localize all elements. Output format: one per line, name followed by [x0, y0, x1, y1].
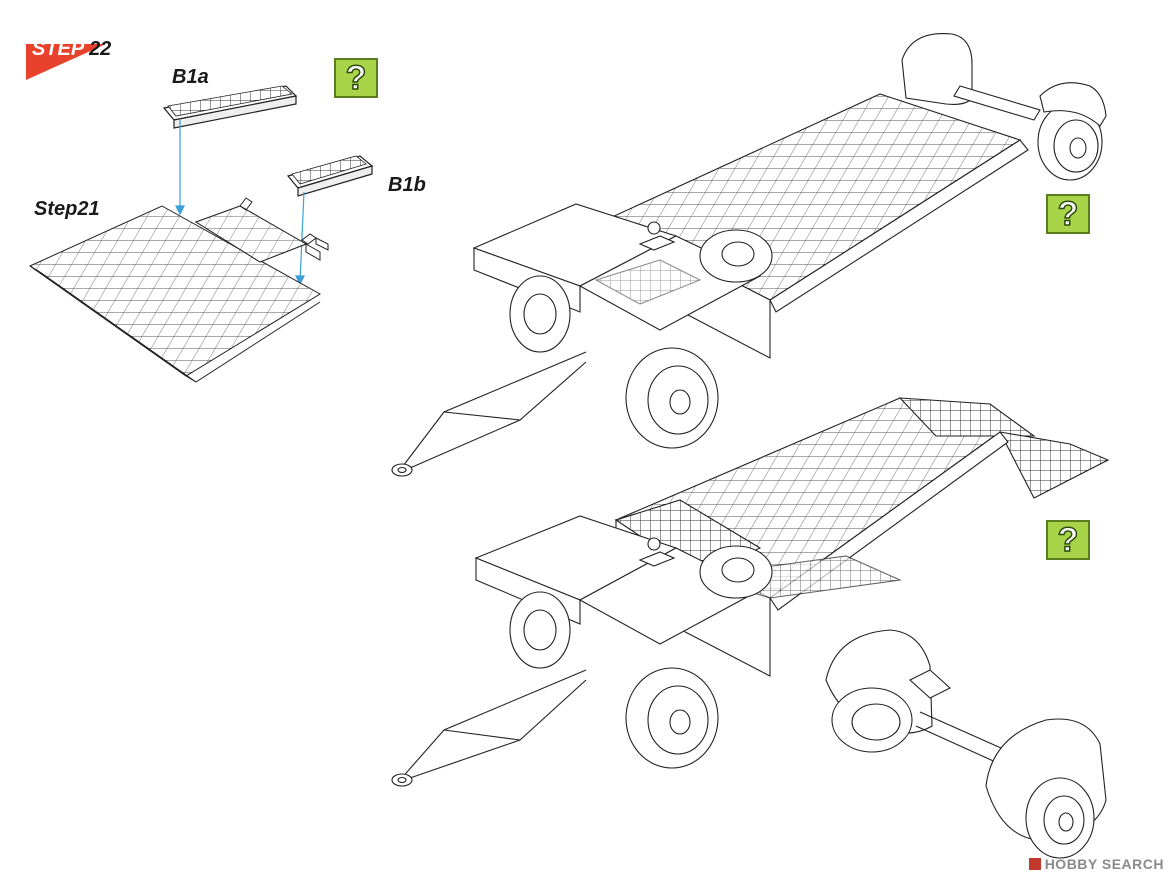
step-label: STEP [32, 38, 84, 60]
watermark-logo-icon [1028, 858, 1041, 870]
help-icon: ? [334, 58, 378, 98]
trailer-bottom [391, 397, 1110, 859]
step21-deck [28, 197, 329, 383]
part-b1b [286, 155, 374, 197]
help-icon: ? [1046, 194, 1090, 234]
watermark: HOBBY SEARCH [1028, 856, 1164, 872]
help-icon-glyph: ? [1057, 195, 1079, 233]
guide-lines [175, 120, 305, 286]
part-b1a-label: B1a [172, 66, 209, 88]
previous-step-label: Step21 [34, 198, 100, 220]
step-number: 22 [89, 38, 112, 60]
watermark-text: HOBBY SEARCH [1044, 856, 1164, 872]
help-icon: ? [1046, 520, 1090, 560]
trailer-top [391, 32, 1107, 477]
part-b1a [162, 85, 298, 129]
step-banner [26, 44, 106, 80]
part-b1b-label: B1b [388, 174, 426, 196]
help-icon-glyph: ? [1057, 521, 1079, 559]
step-title: STEP 22 [32, 38, 111, 61]
help-icon-glyph: ? [345, 59, 367, 97]
